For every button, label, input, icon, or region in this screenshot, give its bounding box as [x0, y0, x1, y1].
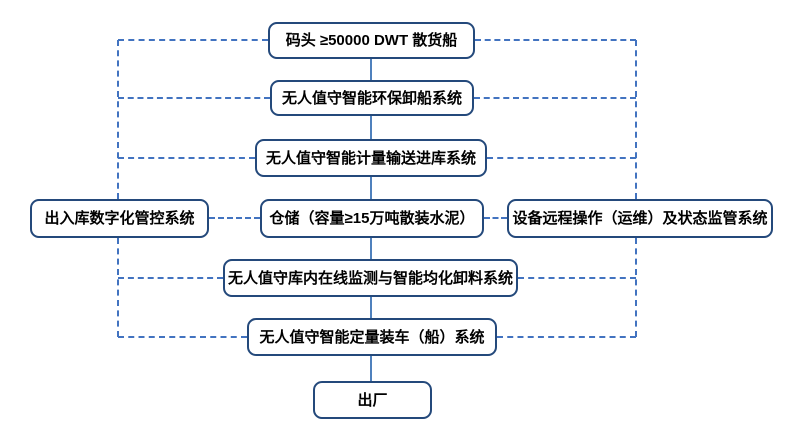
node-loading-system: 无人值守智能定量装车（船）系统 [247, 318, 497, 356]
node-storage: 仓储（容量≥15万吨散装水泥） [260, 199, 484, 238]
dashed-right-to-dock [475, 39, 636, 41]
dashed-warehousecontrol-storage [209, 217, 260, 219]
node-dock: 码头 ≥50000 DWT 散货船 [268, 22, 475, 59]
dashed-right-to-conveying [487, 157, 636, 159]
connector-conveying-storage [370, 177, 372, 199]
connector-dock-unloading [370, 59, 372, 80]
node-monitoring-system: 无人值守库内在线监测与智能均化卸料系统 [223, 259, 518, 297]
connector-storage-monitoring [370, 238, 372, 259]
node-conveying-system: 无人值守智能计量输送进库系统 [255, 139, 487, 177]
dashed-bus-left-upper [117, 40, 119, 199]
dashed-bus-right-lower [635, 238, 637, 337]
connector-unloading-conveying [370, 116, 372, 139]
dashed-bus-right-upper [635, 40, 637, 199]
node-remote-ops-system: 设备远程操作（运维）及状态监管系统 [507, 199, 773, 238]
dashed-left-to-loading [118, 336, 247, 338]
connector-monitoring-loading [370, 297, 372, 318]
node-unloading-system: 无人值守智能环保卸船系统 [270, 80, 474, 116]
node-warehouse-control-system: 出入库数字化管控系统 [30, 199, 209, 238]
dashed-left-to-dock [118, 39, 268, 41]
dashed-right-to-unloading [474, 97, 636, 99]
dashed-right-to-monitoring [518, 277, 636, 279]
dashed-left-to-conveying [118, 157, 255, 159]
dashed-left-to-unloading [118, 97, 270, 99]
node-exit: 出厂 [313, 381, 432, 419]
connector-loading-exit [370, 356, 372, 381]
dashed-storage-remoteops [484, 217, 507, 219]
dashed-left-to-monitoring [118, 277, 223, 279]
dashed-bus-left-lower [117, 238, 119, 337]
dashed-right-to-loading [497, 336, 636, 338]
